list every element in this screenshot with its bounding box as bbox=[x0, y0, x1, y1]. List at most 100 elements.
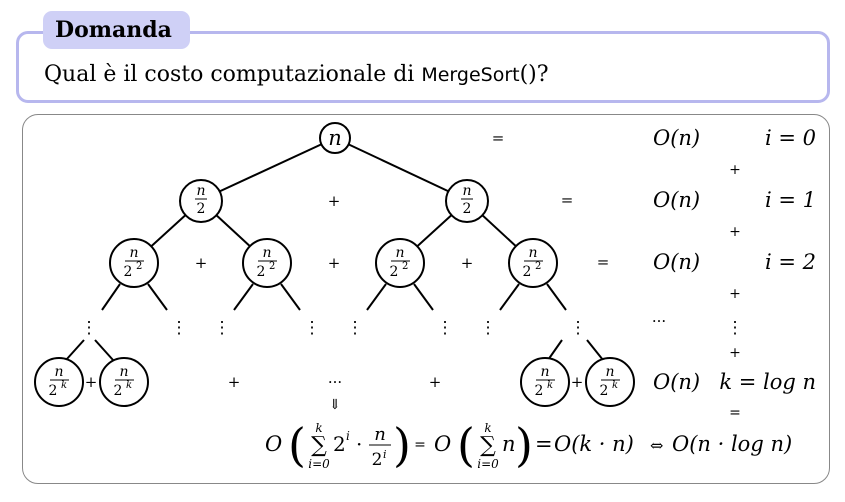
node-lkc-exp: k bbox=[547, 380, 553, 391]
level1-node-labels: n 2 n 2 bbox=[195, 183, 473, 217]
cdots-levels: ··· bbox=[652, 312, 666, 330]
levelk-cost: O(n) bbox=[653, 370, 700, 394]
node-l2b-den: 2 bbox=[257, 264, 266, 280]
node-l2a-exp: 2 bbox=[136, 261, 142, 272]
question-tab: Domanda bbox=[43, 11, 190, 49]
plus-lkb: + bbox=[228, 373, 241, 391]
level2-cost: O(n) bbox=[653, 250, 700, 274]
level1-equals: = bbox=[561, 191, 574, 209]
column-equals: = bbox=[729, 405, 741, 421]
vdots-2: ⋮ bbox=[171, 318, 188, 338]
level2-index: i = 2 bbox=[765, 250, 816, 274]
formula-sum1-top: k bbox=[315, 421, 322, 435]
question-text: Qual è il costo computazionale di MergeS… bbox=[44, 62, 549, 87]
plus-lkd: + bbox=[571, 373, 584, 391]
tree-nodes bbox=[34, 122, 635, 407]
formula-frac-den: 2 bbox=[372, 450, 383, 470]
node-l2b-exp: 2 bbox=[269, 261, 275, 272]
node-lkb-num: n bbox=[119, 364, 128, 380]
formula-O2: O bbox=[434, 432, 451, 456]
plus-l1: + bbox=[328, 192, 341, 210]
formula-sum1-sigma: ∑ bbox=[311, 433, 327, 458]
formula-sum2-top: k bbox=[484, 421, 491, 435]
node-l2c-num: n bbox=[395, 245, 404, 261]
formula-frac-num: n bbox=[374, 424, 386, 445]
plus-l2c: + bbox=[461, 254, 474, 272]
node-l2c-den: 2 bbox=[390, 264, 399, 280]
level0-equals: = bbox=[492, 129, 505, 147]
level-costs: O(n) O(n) O(n) O(n) bbox=[653, 126, 700, 394]
level1-cost: O(n) bbox=[653, 188, 700, 212]
node-l2d-den: 2 bbox=[523, 264, 532, 280]
levelk-node-labels: n 2 k n 2 k n 2 k n 2 k bbox=[49, 364, 620, 399]
formula-rparen2: ) bbox=[515, 418, 533, 472]
formula-term: 2 bbox=[333, 432, 346, 456]
vdots-column: ⋮ bbox=[727, 318, 744, 338]
question-suffix: ()? bbox=[519, 62, 549, 87]
level2-node-labels: n 2 2 n 2 2 n 2 2 n 2 2 bbox=[124, 245, 543, 280]
vdots-6: ⋮ bbox=[437, 318, 454, 338]
node-lkb-den: 2 bbox=[114, 383, 123, 399]
vdots-1: ⋮ bbox=[81, 318, 98, 338]
plus-l2a: + bbox=[195, 254, 208, 272]
node-lkd-den: 2 bbox=[600, 383, 609, 399]
node-l2b-num: n bbox=[262, 245, 271, 261]
node-l2c-exp: 2 bbox=[402, 261, 408, 272]
node-l1a-num: n bbox=[196, 183, 205, 199]
tree-vdots: ⋮ ⋮ ⋮ ⋮ ⋮ ⋮ ⋮ ⋮ ⋮ bbox=[81, 318, 744, 338]
node-lkd-exp: k bbox=[612, 380, 618, 391]
node-lkd-num: n bbox=[605, 364, 614, 380]
root-node-label: n bbox=[328, 126, 342, 150]
node-l1a-den: 2 bbox=[197, 201, 206, 217]
formula-result1: O(k · n) bbox=[554, 432, 634, 456]
cdots-leaves: ··· bbox=[328, 373, 342, 391]
node-lkb-exp: k bbox=[126, 380, 132, 391]
level0-cost: O(n) bbox=[653, 126, 700, 150]
node-lka-den: 2 bbox=[49, 383, 58, 399]
node-l1b-den: 2 bbox=[463, 201, 472, 217]
recursion-tree-panel bbox=[22, 114, 830, 484]
vdots-5: ⋮ bbox=[347, 318, 364, 338]
vdots-4: ⋮ bbox=[304, 318, 321, 338]
node-lka-num: n bbox=[54, 364, 63, 380]
level-indices: i = 0 i = 1 i = 2 k = log n bbox=[719, 126, 816, 394]
node-l2d-num: n bbox=[528, 245, 537, 261]
level-equals: = = = bbox=[492, 129, 610, 271]
plus-lkc: + bbox=[429, 373, 442, 391]
level1-index: i = 1 bbox=[765, 188, 816, 212]
question-function-name: MergeSort bbox=[421, 64, 520, 86]
formula-iff: ⇔ bbox=[650, 436, 663, 455]
plus-l2b: + bbox=[328, 254, 341, 272]
formula-term-exp: i bbox=[346, 429, 350, 443]
formula-lparen1: ( bbox=[288, 418, 306, 472]
node-l2a-num: n bbox=[129, 245, 138, 261]
formula-O1: O bbox=[265, 432, 282, 456]
node-l2d-exp: 2 bbox=[535, 261, 541, 272]
formula-term2: n bbox=[502, 432, 516, 456]
formula-result2: O(n · log n) bbox=[672, 432, 792, 456]
node-lka-exp: k bbox=[61, 380, 67, 391]
levelk-index: k = log n bbox=[719, 370, 816, 394]
column-operators: + + + + = bbox=[729, 162, 741, 421]
vdots-7: ⋮ bbox=[480, 318, 497, 338]
vdots-3: ⋮ bbox=[214, 318, 231, 338]
level0-index: i = 0 bbox=[765, 126, 816, 150]
column-plus-2: + bbox=[729, 224, 741, 240]
formula-eq1: = bbox=[414, 437, 426, 453]
formula-eq2: = bbox=[535, 432, 553, 456]
node-l1b-num: n bbox=[462, 183, 471, 199]
formula-sum2-sigma: ∑ bbox=[480, 433, 496, 458]
node-sum-pluses: + + + + + + + + bbox=[85, 192, 584, 391]
column-plus-3: + bbox=[729, 286, 741, 302]
formula-sum1-bottom: i=0 bbox=[308, 457, 330, 471]
level2-equals: = bbox=[597, 253, 610, 271]
column-plus-1: + bbox=[729, 162, 741, 178]
formula-rparen1: ) bbox=[393, 418, 411, 472]
formula-lparen2: ( bbox=[457, 418, 475, 472]
formula-sum2-bottom: i=0 bbox=[477, 457, 499, 471]
plus-lka: + bbox=[85, 373, 98, 391]
formula-frac-den-exp: i bbox=[383, 448, 387, 461]
question-prefix: Qual è il costo computazionale di bbox=[44, 62, 422, 87]
final-formula: O ( k ∑ i=0 2 i · n 2 i ) = O ( k ∑ i=0 … bbox=[265, 418, 792, 472]
